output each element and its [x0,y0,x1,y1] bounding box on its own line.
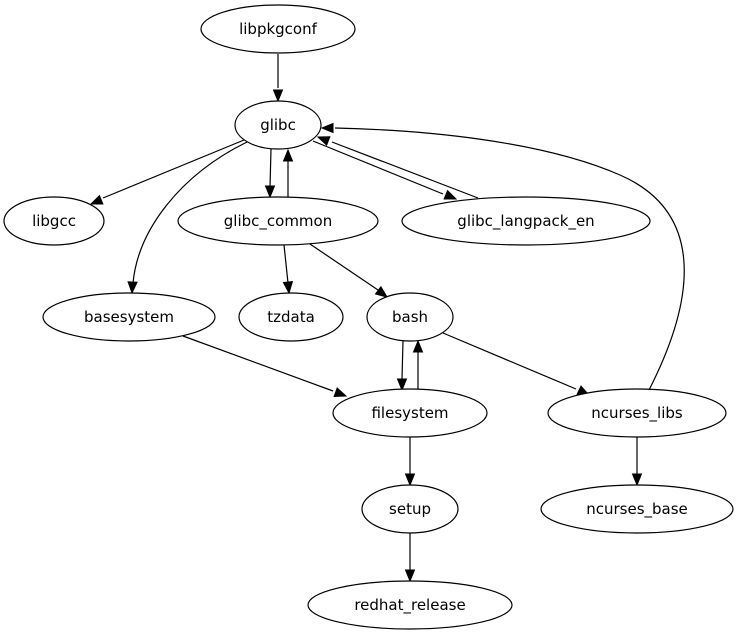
edge-line [283,244,289,284]
node-label: libpkgconf [239,20,318,38]
edge-line [331,141,479,199]
edge-bash-to-ncurses-libs [442,332,591,396]
edge-glibc-to-glibc-langpack-en [312,140,458,200]
edge-line [401,340,404,380]
edge-glibc-to-libgcc [89,139,245,205]
node-label: libgcc [32,212,76,230]
node-basesystem[interactable]: basesystem [42,292,216,342]
node-label: basesystem [84,308,174,326]
edge-libpkgconf-to-glibc [272,54,284,103]
arrowhead-icon [631,473,643,487]
arrowhead-icon [282,281,294,295]
edge-glibc-to-basesystem [127,141,248,295]
edge-line [102,139,245,199]
node-tzdata[interactable]: tzdata [238,292,344,342]
node-glibc[interactable]: glibc [234,100,322,150]
arrowhead-icon [333,387,348,398]
node-glibc-langpack-en[interactable]: glibc_langpack_en [401,196,651,246]
node-label: filesystem [371,404,448,422]
node-glibc-common[interactable]: glibc_common [177,196,379,246]
node-label: glibc_langpack_en [457,212,594,231]
node-redhat-release[interactable]: redhat_release [307,580,513,630]
node-ncurses-libs[interactable]: ncurses_libs [547,388,727,438]
edge-line [132,141,248,284]
arrowhead-icon [89,194,104,205]
edge-bash-to-filesystem [396,340,408,392]
arrowhead-icon [264,185,276,199]
edge-ncurses-libs-to-ncurses-base [631,437,643,487]
arrowhead-icon [316,136,331,147]
arrowhead-icon [404,569,416,583]
edge-ncurses-libs-to-glibc [320,122,685,391]
node-label: ncurses_libs [591,404,683,423]
edge-filesystem-to-setup [404,437,416,487]
edge-setup-to-redhat-release [404,533,416,583]
node-libgcc[interactable]: libgcc [3,196,105,246]
node-label: glibc [260,116,296,134]
nodes-layer: libpkgconf glibc libgcc glibc_common gli… [3,4,734,630]
node-label: bash [392,308,428,326]
arrowhead-icon [443,189,458,200]
edge-filesystem-to-bash [412,339,424,389]
edge-line [334,127,685,391]
arrowhead-icon [374,285,389,298]
arrowhead-icon [396,378,408,392]
node-ncurses-base[interactable]: ncurses_base [540,484,734,534]
node-setup[interactable]: setup [361,484,459,534]
arrowhead-icon [412,339,424,353]
edge-line [442,332,577,390]
node-libpkgconf[interactable]: libpkgconf [200,4,356,54]
edges-layer [89,54,685,583]
arrowhead-icon [282,148,294,162]
edge-glibc-common-to-tzdata [282,244,294,295]
arrowhead-icon [272,89,284,103]
edge-basesystem-to-filesystem [182,335,348,398]
node-label: glibc_common [224,212,332,231]
node-filesystem[interactable]: filesystem [332,388,488,438]
arrowhead-icon [404,473,416,487]
node-label: setup [389,500,431,518]
node-label: tzdata [267,308,315,326]
edge-glibc-to-glibc-common [264,148,276,199]
edge-glibc-common-to-glibc [282,148,294,197]
edge-line [309,243,379,291]
arrowhead-icon [320,122,334,134]
arrowhead-icon [127,281,138,295]
edge-line [312,140,444,195]
node-label: redhat_release [354,596,465,615]
edge-glibc-langpack-en-to-glibc [316,136,479,199]
edge-line [182,335,334,392]
node-label: ncurses_base [586,500,688,519]
edge-glibc-common-to-bash [309,243,389,298]
node-bash[interactable]: bash [366,292,454,342]
edge-line [269,148,272,188]
